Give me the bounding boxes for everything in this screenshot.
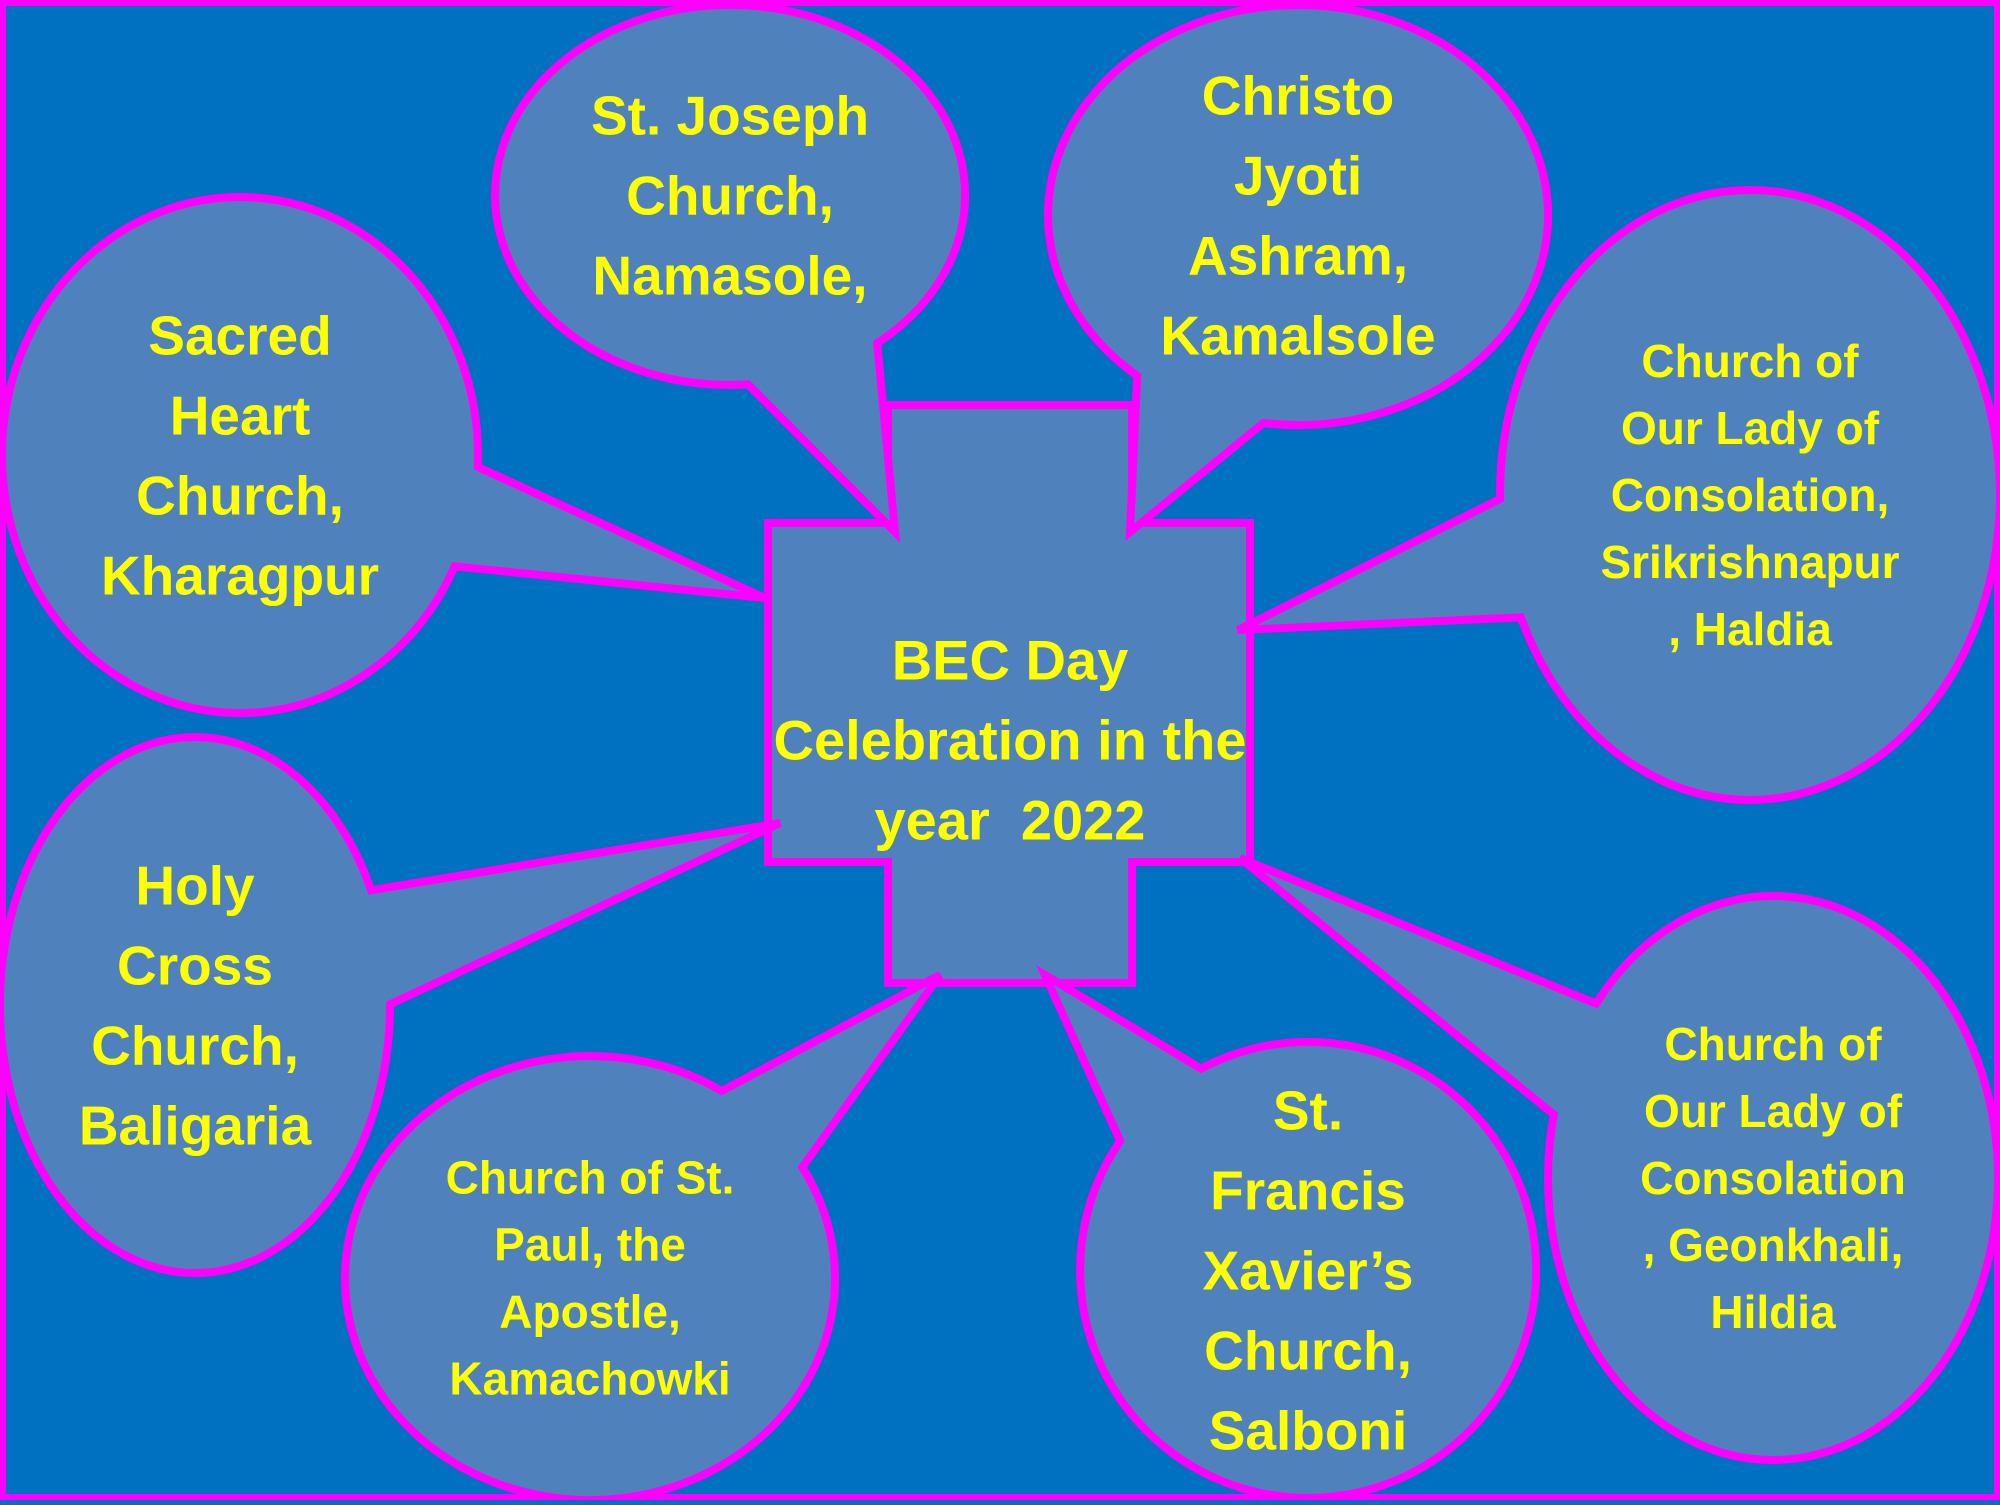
callout-label-line: Christo (1202, 64, 1395, 126)
callout-label-line: Church of (1641, 335, 1859, 387)
callout-bubble (1236, 186, 2000, 804)
center-label-line: BEC Day (892, 629, 1129, 692)
callout-label-line: Cross (117, 934, 273, 996)
callout-label-line: Hildia (1710, 1286, 1836, 1338)
callout-label-line: Our Lady of (1644, 1085, 1903, 1137)
callout-label-line: Church of St. (446, 1152, 735, 1204)
callout-bubble (1237, 854, 2000, 1464)
callout-label-line: Salboni (1209, 1399, 1408, 1461)
callout-label-line: Kamalsole (1160, 304, 1435, 366)
callout-label-line: Xavier’s (1202, 1239, 1413, 1301)
callout-label-line: Jyoti (1234, 144, 1362, 206)
callout-label-line: Paul, the (494, 1219, 686, 1271)
callout-label-line: Kharagpur (101, 544, 379, 606)
callout-label-line: Church, (626, 164, 834, 226)
callout-label-line: Consolation, (1611, 469, 1890, 521)
callout-label-line: Church, (136, 464, 344, 526)
callout-label-line: Francis (1210, 1159, 1406, 1221)
callout-bubble (491, 1, 969, 543)
callout-label-line: Namasole, (592, 244, 867, 306)
center-label-line: Celebration in the (774, 709, 1247, 772)
callout-bubble (0, 733, 782, 1278)
callout-label-line: Church of (1664, 1018, 1882, 1070)
callout-our-lady-geonkhali: Church of Our Lady of Consolation , Geonkha… (1237, 854, 2000, 1464)
callout-label-line: Our Lady of (1621, 402, 1880, 454)
callout-label-line: Church, (91, 1014, 299, 1076)
callout-bubble (1044, 1, 1552, 541)
callout-label-line: Kamachowki (449, 1353, 730, 1405)
callout-label-line: Holy (135, 854, 255, 916)
callout-our-lady-srikrishnapur: Church of Our Lady of Consolation, Srikrish… (1236, 186, 2000, 804)
callout-label-line: , Haldia (1668, 603, 1832, 655)
callout-label-line: Ashram, (1188, 224, 1408, 286)
callout-bubble (341, 971, 944, 1505)
callout-label-line: Baligaria (79, 1094, 312, 1156)
callout-label-line: , Geonkhali, (1643, 1219, 1904, 1271)
callout-label-line: Heart (170, 384, 311, 446)
callout-label-line: St. (1273, 1079, 1343, 1141)
callout-bubble (1036, 964, 1541, 1502)
callout-label-line: Apostle, (499, 1286, 680, 1338)
center-label-line: year 2022 (875, 789, 1146, 852)
callout-label-line: Sacred (148, 304, 331, 366)
callout-bubble (0, 193, 767, 718)
callout-label-line: Consolation (1640, 1152, 1906, 1204)
callout-label-line: Srikrishnapur (1600, 536, 1899, 588)
callout-label-line: St. Joseph (591, 84, 869, 146)
callout-label-line: Church, (1204, 1319, 1412, 1381)
